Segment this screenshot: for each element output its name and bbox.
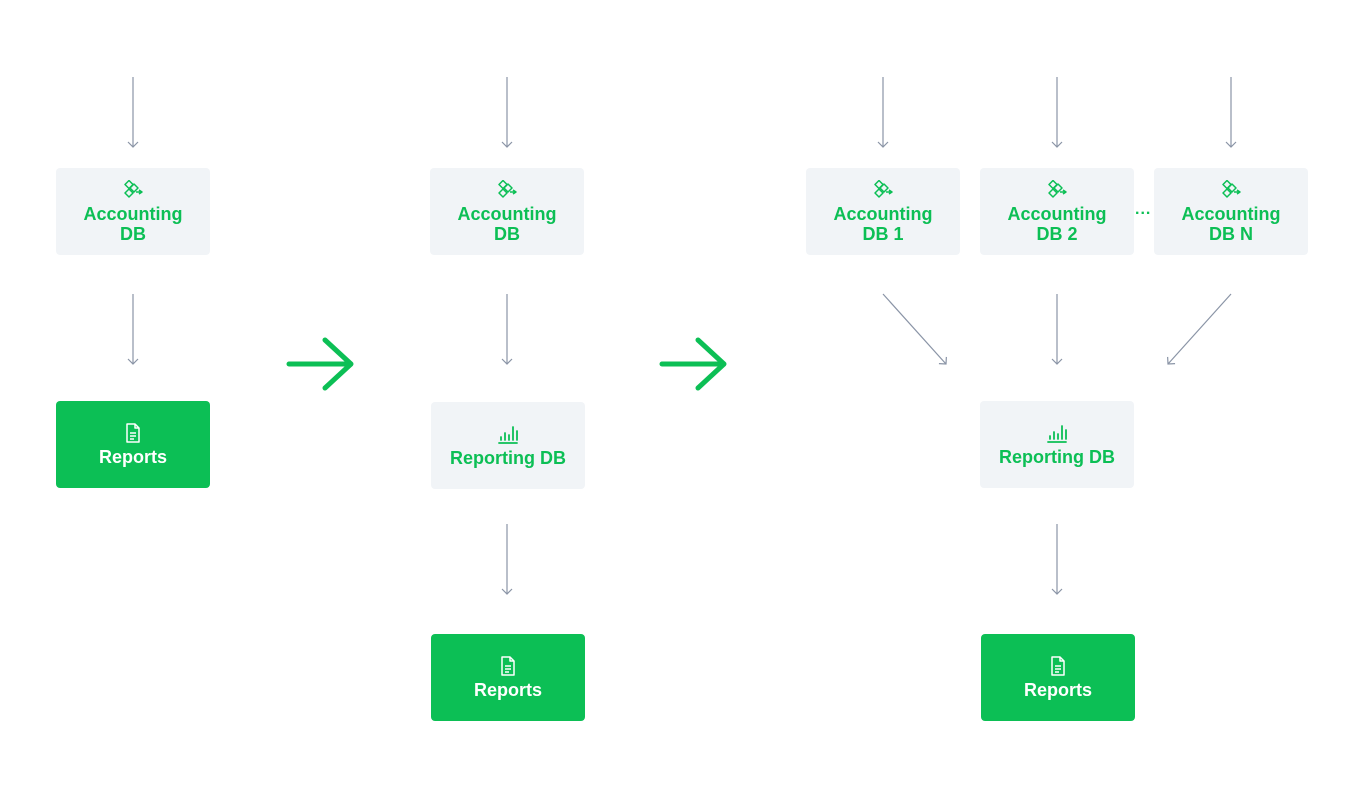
flow-diagram-icon — [124, 179, 143, 198]
node-label: Accounting DB 2 — [1007, 203, 1107, 244]
node-label: Accounting DB N — [1181, 203, 1281, 244]
reporting-db-node: Reporting DB — [980, 401, 1134, 488]
document-icon — [501, 655, 515, 676]
node-label: Accounting DB 1 — [833, 203, 933, 244]
flow-diagram-icon — [1222, 179, 1241, 198]
connector-arrow — [882, 293, 947, 365]
accounting-db-1-node: Accounting DB 1 — [806, 168, 960, 255]
accounting-db-node: Accounting DB — [56, 168, 210, 255]
flow-diagram-icon — [498, 179, 517, 198]
document-icon — [1051, 655, 1065, 676]
bar-chart-icon — [498, 425, 518, 444]
accounting-db-n-node: Accounting DB N — [1154, 168, 1308, 255]
bar-chart-icon — [1047, 424, 1067, 443]
reports-node: Reports — [431, 634, 585, 721]
ellipsis: ... — [1135, 201, 1152, 218]
reports-node: Reports — [56, 401, 210, 488]
document-icon — [126, 422, 140, 443]
arrow-right-icon — [659, 337, 727, 391]
accounting-db-2-node: Accounting DB 2 — [980, 168, 1134, 255]
node-label: Reports — [473, 679, 542, 700]
accounting-db-node: Accounting DB — [430, 168, 584, 255]
node-label: Reports — [98, 446, 167, 467]
arrow-right-icon — [286, 337, 354, 391]
flow-diagram-icon — [1048, 179, 1067, 198]
reporting-db-node: Reporting DB — [431, 402, 585, 489]
flow-diagram-icon — [874, 179, 893, 198]
connector-arrow — [1167, 293, 1232, 365]
node-label: Accounting DB — [457, 203, 557, 244]
node-label: Accounting DB — [83, 203, 183, 244]
node-label: Reports — [1023, 679, 1092, 700]
node-label: Reporting DB — [999, 446, 1115, 467]
reports-node: Reports — [981, 634, 1135, 721]
node-label: Reporting DB — [450, 447, 566, 468]
